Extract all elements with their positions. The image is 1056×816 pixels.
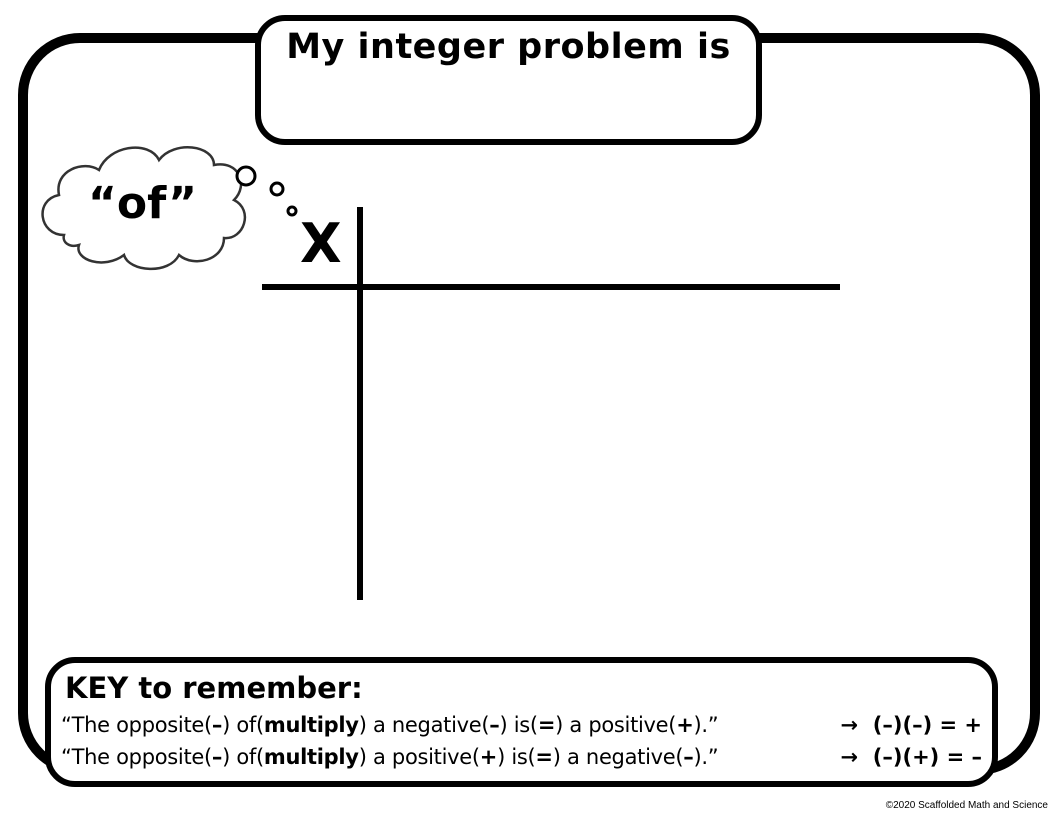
table-vertical-line — [357, 207, 363, 600]
copyright: ©2020 Scaffolded Math and Science — [885, 800, 1048, 811]
key-heading: KEY to remember: — [65, 671, 363, 705]
thought-cloud-icon — [41, 146, 298, 271]
arrow-icon: → — [840, 745, 859, 769]
key-result-1: → (–)(–) = + — [840, 713, 982, 737]
thought-text: “of” — [88, 178, 198, 229]
key-rule-1: “The opposite(–) of(multiply) a negative… — [61, 713, 719, 737]
key-rule-2: “The opposite(–) of(multiply) a positive… — [61, 745, 719, 769]
problem-box: My integer problem is — [255, 15, 762, 145]
table-horizontal-line — [262, 284, 840, 290]
arrow-icon: → — [840, 713, 859, 737]
multiply-operator: X — [300, 212, 342, 275]
page-title: My integer problem is — [286, 27, 731, 67]
key-result-2: → (–)(+) = – — [840, 745, 982, 769]
key-box: KEY to remember: “The opposite(–) of(mul… — [45, 657, 998, 787]
